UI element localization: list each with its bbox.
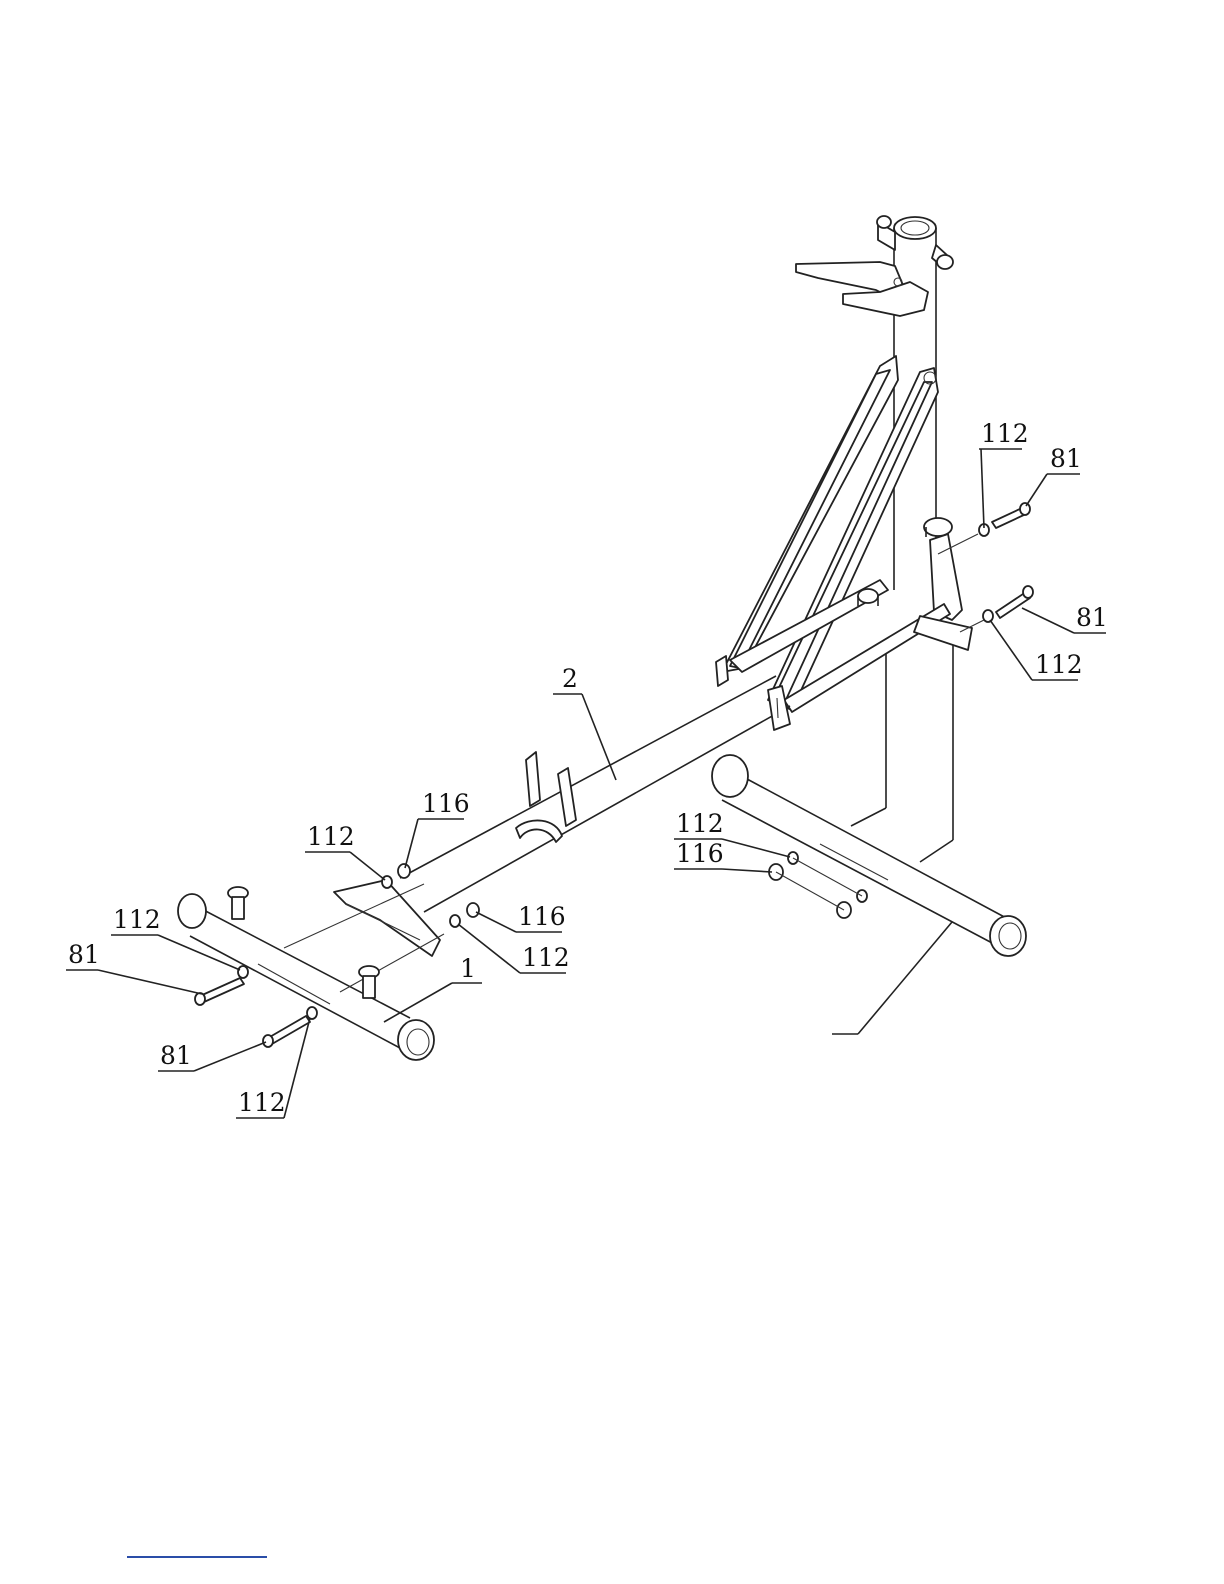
callout-81-upper-right: 81 bbox=[1026, 444, 1082, 506]
svg-text:81: 81 bbox=[68, 940, 100, 969]
svg-text:81: 81 bbox=[160, 1041, 192, 1070]
svg-text:81: 81 bbox=[1076, 603, 1108, 632]
callout-112-front-lower: 112 bbox=[236, 1018, 310, 1118]
frame-art bbox=[178, 216, 1033, 1060]
callout-112-right: 112 bbox=[990, 620, 1083, 680]
callout-112-front-left: 112 bbox=[111, 905, 240, 970]
svg-text:116: 116 bbox=[676, 839, 724, 868]
rear-foot-tube bbox=[712, 755, 1026, 956]
svg-text:81: 81 bbox=[1050, 444, 1082, 473]
svg-text:112: 112 bbox=[522, 943, 570, 972]
callout-2-main-beam: 2 bbox=[553, 664, 616, 780]
callout-116-mid-upper: 116 bbox=[405, 789, 470, 868]
callout-81-right: 81 bbox=[1022, 603, 1108, 633]
svg-text:116: 116 bbox=[518, 902, 566, 931]
callout-rear-tube-unlabeled bbox=[832, 922, 952, 1034]
callout-116-mid-lower: 116 bbox=[476, 902, 566, 932]
callout-112-mid-upper: 112 bbox=[305, 822, 385, 880]
callout-81-front-lower: 81 bbox=[158, 1041, 266, 1071]
callout-116-rear-tube: 116 bbox=[674, 839, 772, 872]
svg-text:112: 112 bbox=[113, 905, 161, 934]
footer-rule bbox=[127, 1556, 267, 1558]
top-hooks bbox=[796, 262, 928, 316]
svg-text:112: 112 bbox=[238, 1088, 286, 1117]
callout-81-front-left: 81 bbox=[66, 940, 202, 994]
svg-text:1: 1 bbox=[460, 954, 476, 983]
lower-column bbox=[851, 640, 953, 862]
svg-text:112: 112 bbox=[307, 822, 355, 851]
svg-text:116: 116 bbox=[422, 789, 470, 818]
svg-text:112: 112 bbox=[676, 809, 724, 838]
svg-text:2: 2 bbox=[562, 664, 578, 693]
svg-text:112: 112 bbox=[981, 419, 1029, 448]
svg-text:112: 112 bbox=[1035, 650, 1083, 679]
